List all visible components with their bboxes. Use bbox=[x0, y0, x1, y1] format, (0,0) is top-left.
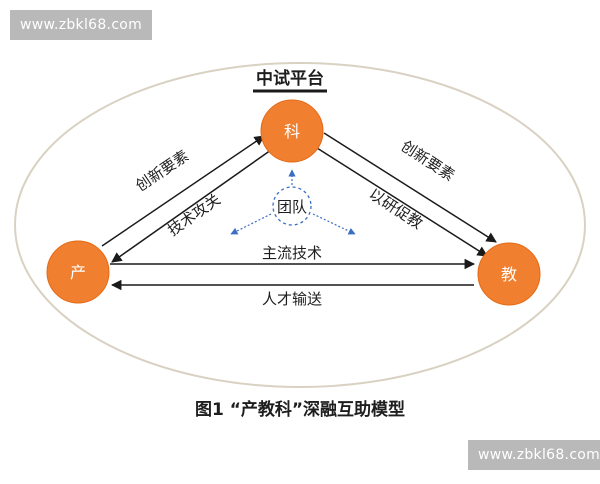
edge-label-bottom-bottom: 人才输送 bbox=[262, 290, 322, 308]
outer-ellipse bbox=[14, 62, 586, 388]
node-right-label: 教 bbox=[501, 265, 517, 284]
node-left bbox=[46, 240, 110, 304]
edge-label-bottom-top: 主流技术 bbox=[262, 244, 322, 262]
node-top-label: 科 bbox=[284, 122, 300, 141]
edge-label-left-outer: 创新要素 bbox=[132, 147, 192, 195]
edge-label-right-outer: 创新要素 bbox=[398, 137, 458, 185]
team-arrow-right bbox=[312, 213, 356, 235]
node-right bbox=[477, 242, 541, 306]
arrow-right-inner bbox=[316, 147, 488, 257]
node-left-label: 产 bbox=[70, 263, 86, 282]
arrow-left-inner bbox=[111, 149, 272, 263]
platform-title: 中试平台 bbox=[256, 68, 324, 89]
arrow-left-outer bbox=[101, 135, 265, 247]
watermark-bottom: www.zbkl68.com bbox=[468, 440, 600, 470]
arrow-right-outer bbox=[323, 132, 497, 243]
watermark-top: www.zbkl68.com bbox=[10, 10, 153, 40]
team-circle bbox=[272, 186, 312, 226]
node-top bbox=[260, 99, 324, 163]
team-label: 团队 bbox=[277, 198, 307, 216]
figure-caption: 图1 “产教科”深融互助模型 bbox=[195, 399, 405, 420]
team-arrow-left bbox=[230, 213, 272, 235]
